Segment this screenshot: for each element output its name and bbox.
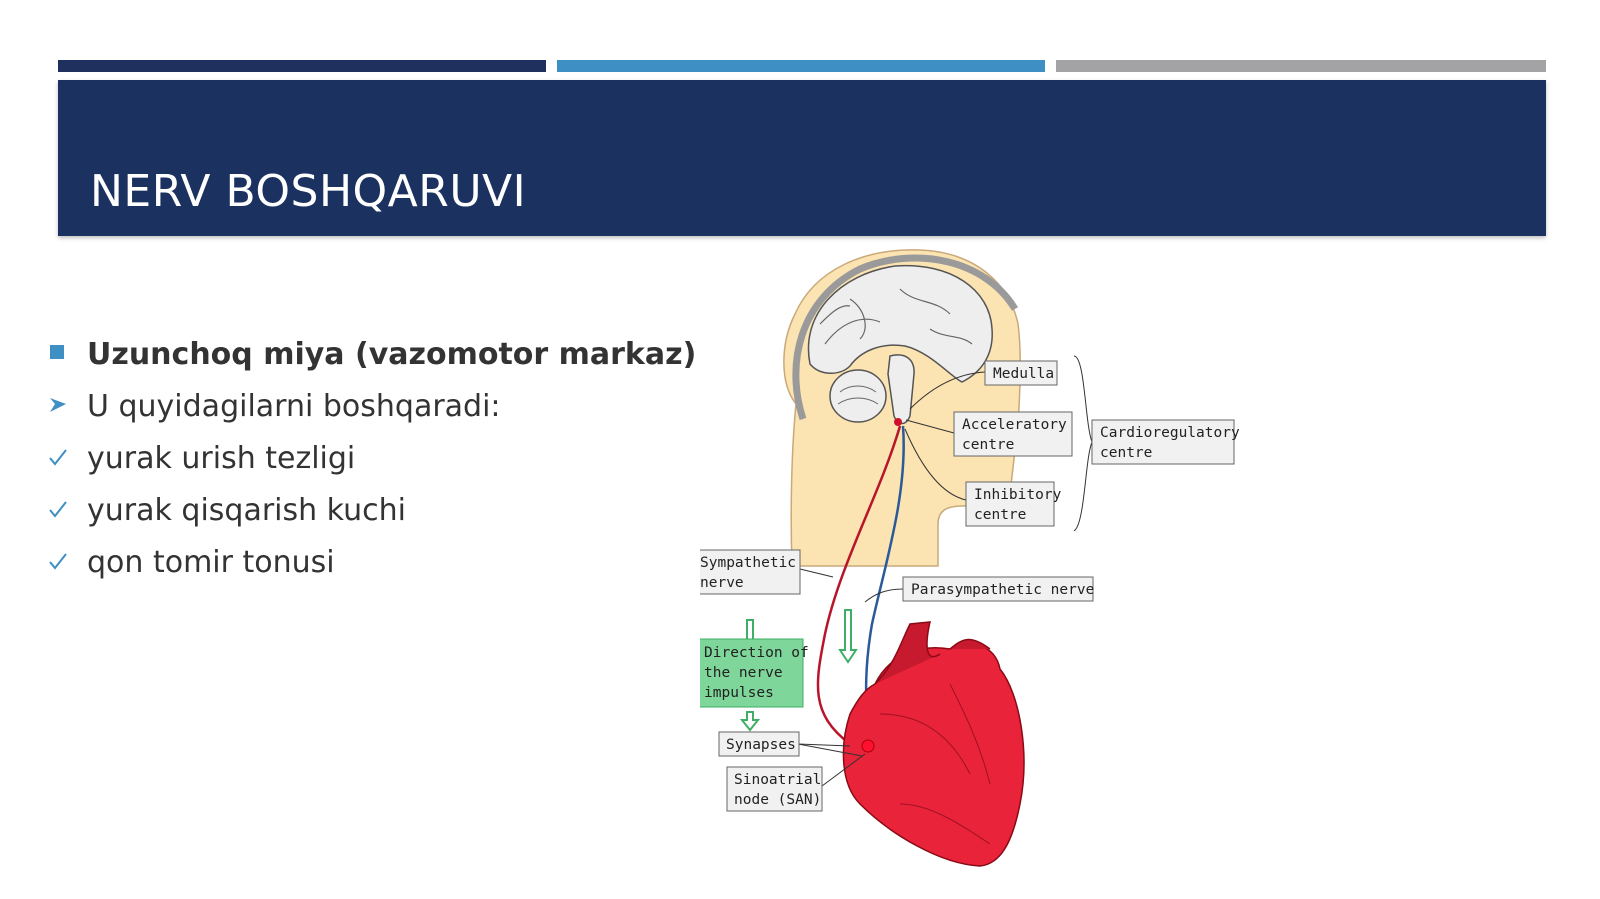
title-banner: NERV BOSHQARUVI [58, 80, 1546, 236]
sympathetic-nerve [816, 425, 902, 745]
cardioregulatory-dot [894, 418, 902, 426]
bullet-text: U quyidagilarni boshqaradi: [87, 389, 501, 424]
sinoatrial-node-dot [861, 739, 875, 753]
label-inhibitory-centre: Inhibitory centre [965, 481, 1062, 527]
svg-text:Parasympathetic nerve: Parasympathetic nerve [911, 582, 1094, 598]
bullet-text: qon tomir tonusi [87, 545, 335, 580]
svg-text:Sinoatrial: Sinoatrial [734, 772, 821, 788]
label-direction-of-impulses: Direction of the nerve impulses [700, 638, 809, 708]
svg-text:Synapses: Synapses [726, 737, 796, 753]
bullet-text: yurak qisqarish kuchi [87, 493, 406, 528]
bullet-item: U quyidagilarni boshqaradi: [48, 387, 688, 439]
bullet-list: Uzunchoq miya (vazomotor markaz) U quyid… [48, 335, 696, 595]
cerebellum [829, 369, 887, 423]
checkmark-icon [49, 449, 67, 466]
label-sympathetic-nerve: Sympathetic nerve [700, 549, 801, 595]
checkmark-icon [49, 501, 67, 518]
brain-stem [887, 354, 915, 425]
bullet-item: Uzunchoq miya (vazomotor markaz) [48, 335, 696, 387]
label-acceleratory-centre: Acceleratory centre [953, 411, 1073, 457]
label-sinoatrial-node: Sinoatrial node (SAN) [726, 766, 823, 812]
accent-bar-gray [1056, 60, 1546, 72]
svg-text:Medulla: Medulla [993, 366, 1054, 382]
label-parasympathetic-nerve: Parasympathetic nerve [902, 576, 1094, 602]
heart-icon [842, 643, 1025, 867]
skull-arc [792, 254, 1018, 421]
label-cardioregulatory-centre: Cardioregulatory centre [1091, 419, 1240, 465]
bullet-item: qon tomir tonusi [48, 543, 688, 595]
brain-folds [819, 288, 973, 345]
bullet-text: Uzunchoq miya (vazomotor markaz) [87, 337, 697, 372]
svg-text:the nerve: the nerve [704, 665, 783, 681]
svg-text:centre: centre [974, 507, 1026, 523]
label-medulla: Medulla [984, 360, 1058, 386]
bullet-text: yurak urish tezligi [87, 441, 356, 476]
svg-text:Direction of: Direction of [704, 645, 809, 661]
checkmark-icon [49, 553, 67, 570]
svg-text:centre: centre [1100, 445, 1152, 461]
label-synapses: Synapses [718, 731, 800, 757]
svg-text:Inhibitory: Inhibitory [974, 487, 1062, 503]
arrow-bullet-icon [50, 398, 66, 412]
heart-vessels [874, 621, 991, 685]
svg-text:Cardioregulatory: Cardioregulatory [1100, 425, 1240, 441]
svg-text:nerve: nerve [700, 575, 744, 591]
svg-text:node (SAN): node (SAN) [734, 792, 821, 808]
accent-bar-dark [58, 60, 546, 72]
square-bullet-icon [50, 345, 64, 359]
accent-bar-blue [557, 60, 1045, 72]
bullet-item: yurak qisqarish kuchi [48, 491, 688, 543]
nerve-control-diagram: Medulla Acceleratory centre Cardioregula… [700, 249, 1240, 867]
bullet-item: yurak urish tezligi [48, 439, 688, 491]
slide-title: NERV BOSHQARUVI [90, 166, 527, 217]
svg-text:Sympathetic: Sympathetic [700, 555, 796, 571]
svg-text:Acceleratory: Acceleratory [962, 417, 1067, 433]
svg-text:centre: centre [962, 437, 1014, 453]
brain-icon [807, 264, 993, 383]
svg-text:impulses: impulses [704, 685, 774, 701]
